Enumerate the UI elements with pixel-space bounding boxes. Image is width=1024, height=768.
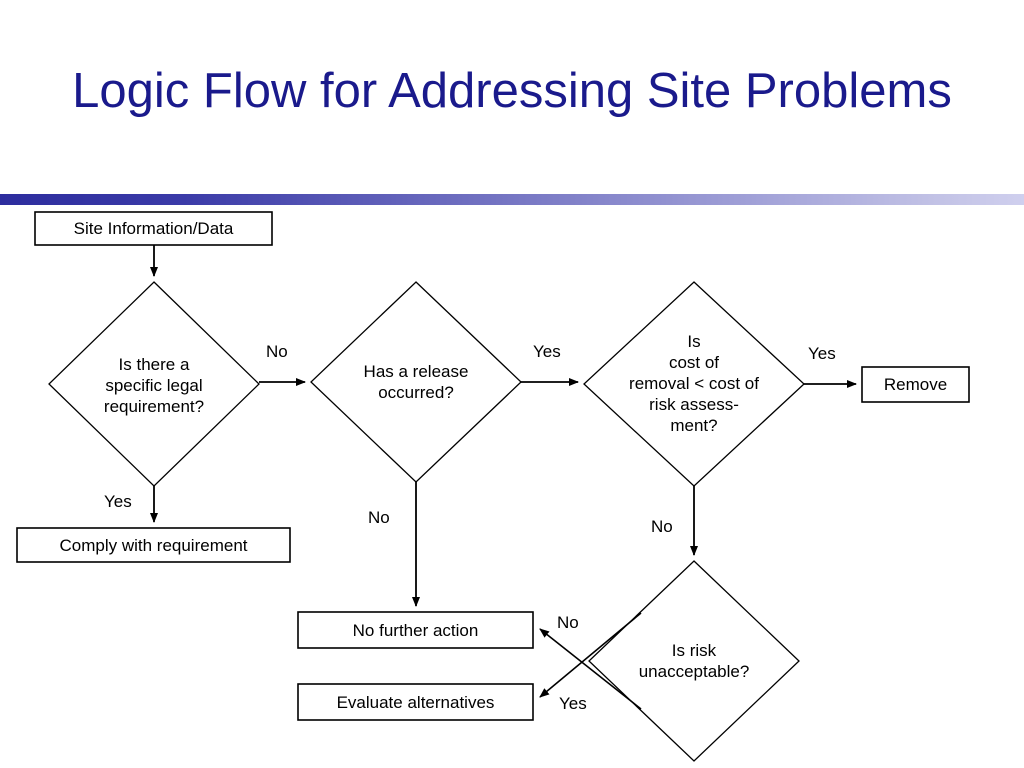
edge-risk-no-to-nofurther	[539, 628, 642, 710]
title-divider-bar	[0, 194, 1024, 205]
node-evaluate-alternatives[interactable]	[298, 684, 533, 720]
node-site-info[interactable]	[35, 212, 272, 245]
edge-label-cost-no: No	[651, 517, 673, 536]
node-no-further-action[interactable]	[298, 612, 533, 648]
node-comply-shape	[16, 527, 291, 563]
edge-risk-yes-to-evaluate	[539, 612, 642, 698]
edge-label-risk-yes: Yes	[559, 694, 587, 713]
edge-label-cost-yes: Yes	[808, 344, 836, 363]
edge-label-risk-no: No	[557, 613, 579, 632]
node-site-info-shape	[34, 211, 273, 246]
node-comply[interactable]	[17, 528, 290, 562]
node-remove[interactable]	[862, 367, 969, 402]
edge-label-release-yes: Yes	[533, 342, 561, 361]
node-legal-requirement[interactable]	[49, 282, 259, 486]
page-title: Logic Flow for Addressing Site Problems	[72, 63, 952, 118]
edge-label-legal-no: No	[266, 342, 288, 361]
node-release-occurred[interactable]	[311, 282, 521, 482]
node-risk-unacceptable[interactable]	[589, 561, 799, 761]
node-remove-shape	[861, 366, 970, 403]
node-evaluate-alternatives-shape	[297, 683, 534, 721]
node-no-further-action-shape	[297, 611, 534, 649]
node-cost-comparison[interactable]	[584, 282, 804, 486]
edge-label-legal-yes: Yes	[104, 492, 132, 511]
edge-label-release-no: No	[368, 508, 390, 527]
